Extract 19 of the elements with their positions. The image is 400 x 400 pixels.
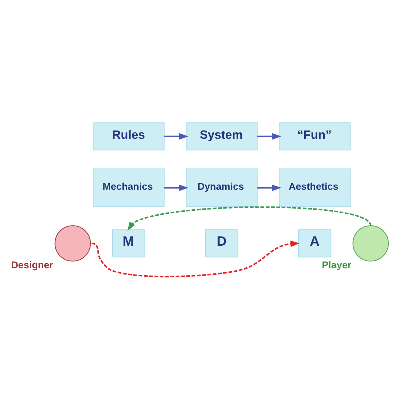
- node-box: System: [186, 122, 258, 151]
- node-circle: [54, 226, 92, 262]
- node-box: D: [205, 230, 239, 258]
- arrow: [128, 206, 372, 232]
- node-label: Player: [322, 260, 352, 272]
- node-box: M: [112, 230, 146, 258]
- node-label: Designer: [11, 260, 54, 272]
- arrow: [258, 133, 282, 140]
- arrow: [258, 184, 282, 192]
- node-box: “Fun”: [279, 122, 351, 151]
- arrow: [92, 240, 300, 278]
- arrow: [164, 184, 189, 192]
- node-box: Dynamics: [186, 168, 258, 208]
- node-circle: [352, 226, 390, 262]
- arrow: [164, 133, 189, 140]
- node-box: Rules: [93, 122, 165, 151]
- node-box: Mechanics: [93, 168, 165, 208]
- node-box: Aesthetics: [279, 168, 351, 208]
- node-box: A: [298, 230, 332, 258]
